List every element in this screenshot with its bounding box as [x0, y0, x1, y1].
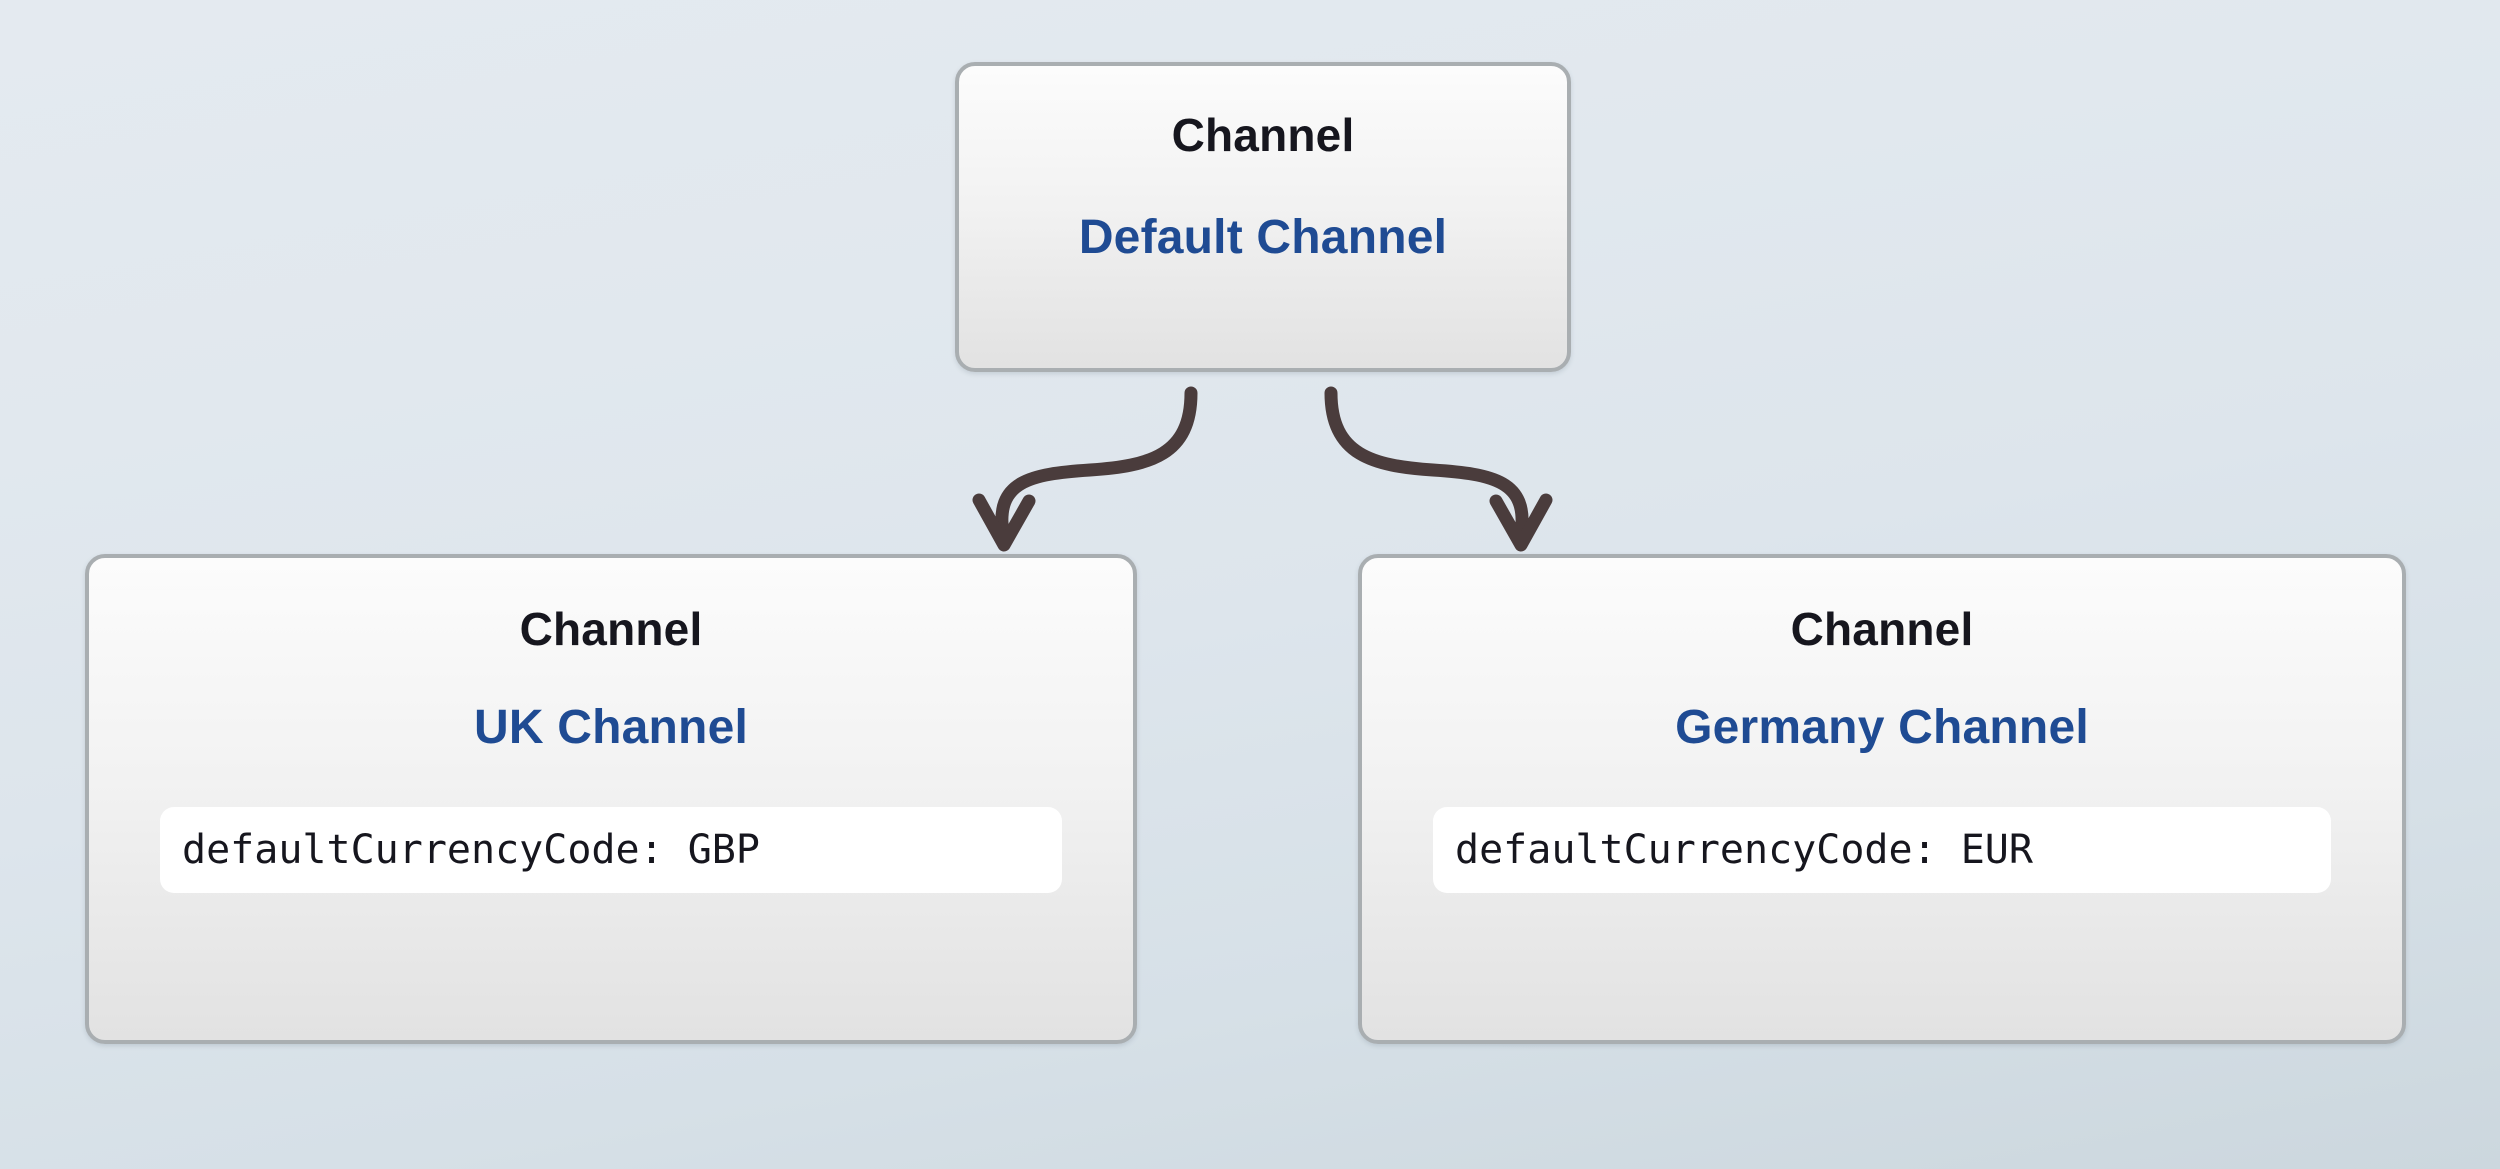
- node-name-label: UK Channel: [473, 701, 748, 754]
- node-type-label: Channel: [519, 603, 703, 655]
- edge-root-to-uk: [972, 386, 1198, 552]
- node-property-box: defaultCurrencyCode: EUR: [1433, 807, 2331, 893]
- node-property-box: defaultCurrencyCode: GBP: [160, 807, 1062, 893]
- node-name-label: Default Channel: [1078, 211, 1448, 264]
- node-germany-channel[interactable]: Channel Germany Channel defaultCurrencyC…: [1358, 554, 2406, 1044]
- node-uk-channel[interactable]: Channel UK Channel defaultCurrencyCode: …: [85, 554, 1137, 1044]
- node-name-label: Germany Channel: [1675, 701, 2089, 754]
- node-property-text: defaultCurrencyCode: EUR: [1455, 827, 2033, 873]
- edge-root-to-germany: [1324, 386, 1553, 552]
- node-type-label: Channel: [1171, 109, 1355, 161]
- node-property-text: defaultCurrencyCode: GBP: [182, 827, 760, 873]
- node-type-label: Channel: [1790, 603, 1974, 655]
- node-default-channel[interactable]: Channel Default Channel: [955, 62, 1571, 372]
